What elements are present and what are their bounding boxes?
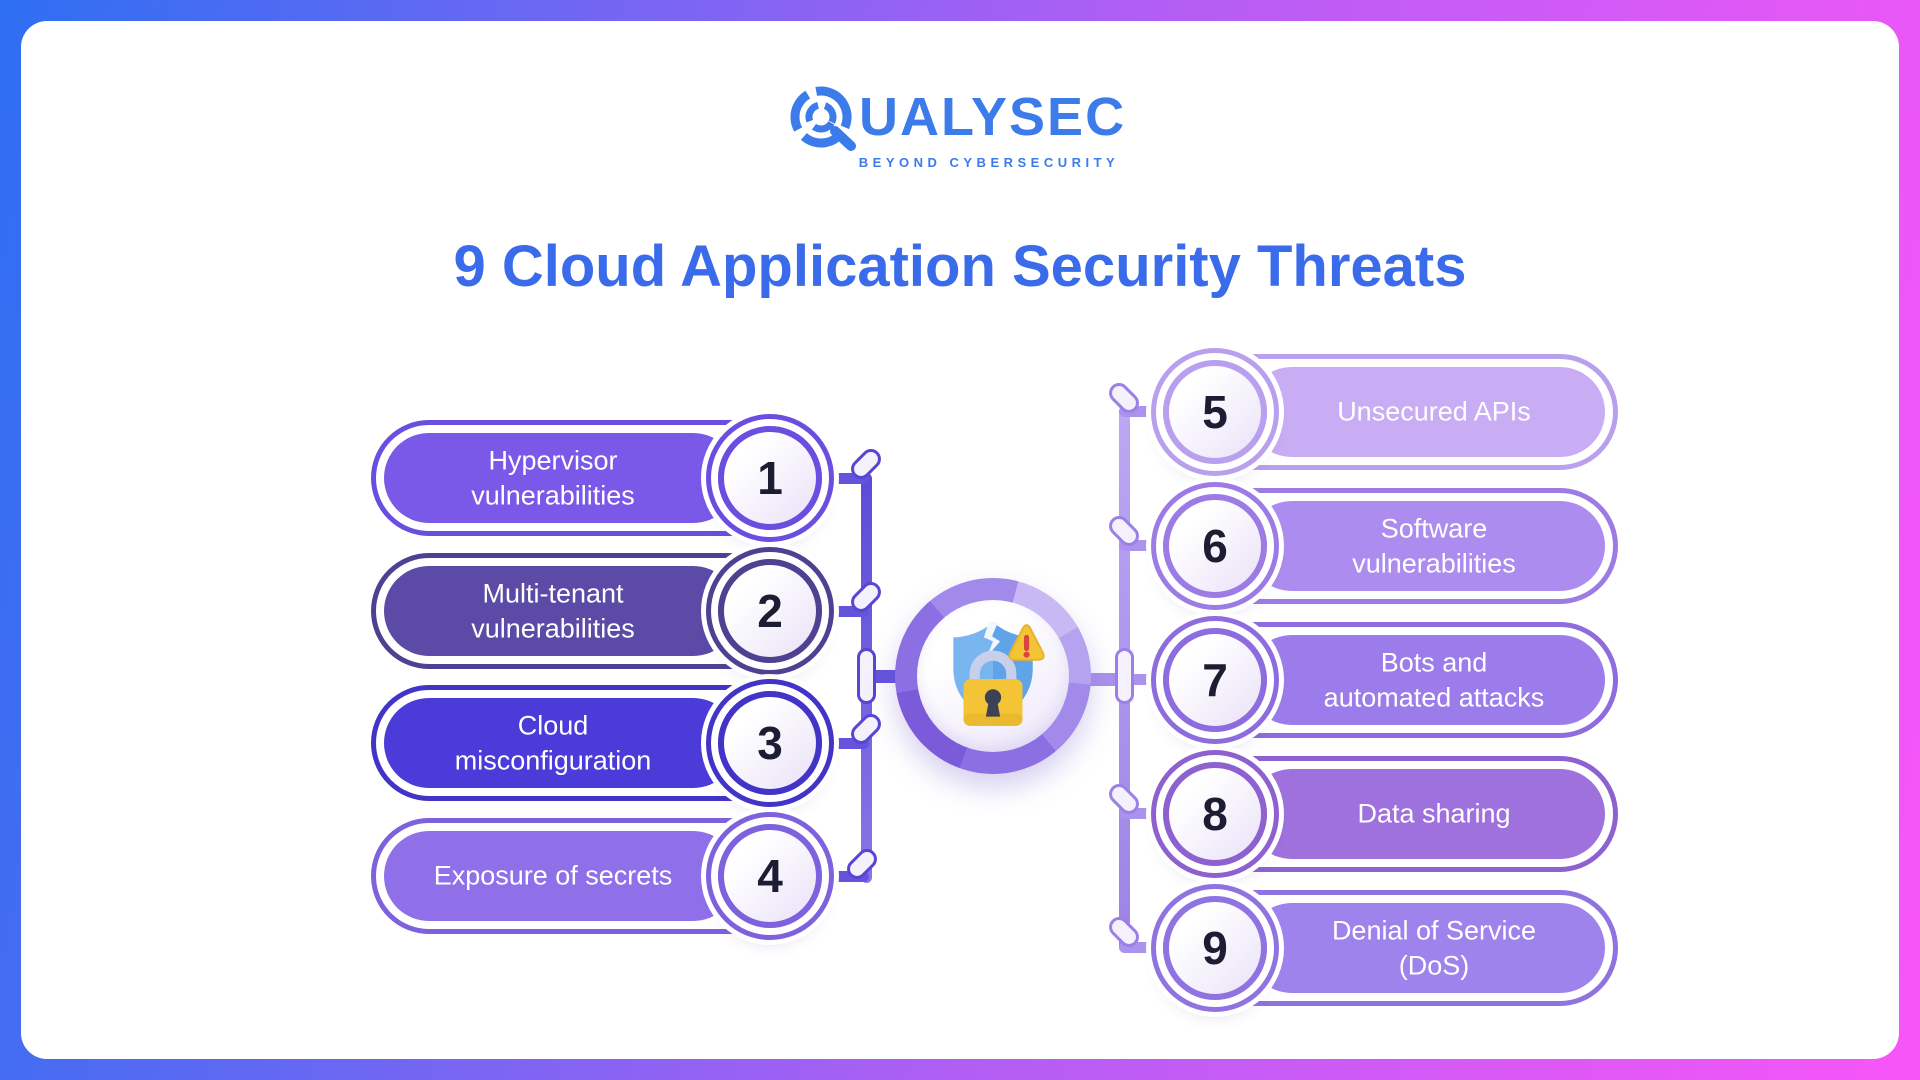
threat-item-1: Hypervisor vulnerabilities 1 bbox=[371, 420, 822, 536]
center-badge bbox=[917, 600, 1069, 752]
threat-number-badge: 3 bbox=[718, 691, 822, 795]
connector-clamp-icon bbox=[1115, 648, 1134, 704]
connector-clamp-icon bbox=[857, 648, 876, 704]
threat-label: Cloud misconfiguration bbox=[454, 710, 652, 775]
branch-line-1 bbox=[821, 473, 869, 484]
threat-pill bbox=[384, 831, 738, 921]
threat-number-badge: 8 bbox=[1163, 762, 1267, 866]
branch-line-2 bbox=[821, 606, 869, 617]
cracked-shield-lock-warning-icon bbox=[953, 622, 1045, 726]
threat-number-badge: 6 bbox=[1163, 494, 1267, 598]
threat-label: Bots and automated attacks bbox=[1323, 647, 1545, 712]
threat-pill bbox=[384, 698, 738, 788]
threat-number-badge: 7 bbox=[1163, 628, 1267, 732]
threat-label: Denial of Service (DoS) bbox=[1331, 915, 1537, 980]
threat-pill bbox=[384, 433, 738, 523]
branch-line-4 bbox=[821, 871, 869, 882]
threat-item-6: Software vulnerabilities 6 bbox=[1163, 488, 1618, 604]
qualysec-logo-icon: UALYSEC bbox=[790, 86, 1126, 151]
threat-label: Unsecured APIs bbox=[1337, 396, 1531, 427]
brand-tagline: BEYOND CYBERSECURITY bbox=[858, 155, 1120, 170]
threat-item-3: Cloud misconfiguration 3 bbox=[371, 685, 822, 801]
threat-item-9: Denial of Service (DoS) 9 bbox=[1163, 890, 1618, 1006]
branch-line-9 bbox=[1119, 942, 1173, 953]
threat-pill bbox=[1247, 769, 1605, 859]
threat-label: Multi-tenant vulnerabilities bbox=[471, 578, 635, 643]
threat-number-badge: 5 bbox=[1163, 360, 1267, 464]
infographic-card: UALYSEC BEYOND CYBERSECURITY 9 Cloud App… bbox=[21, 21, 1899, 1059]
threat-label: Hypervisor vulnerabilities bbox=[471, 445, 635, 510]
threat-label: Exposure of secrets bbox=[433, 860, 673, 891]
threat-pill bbox=[1247, 367, 1605, 457]
threat-item-8: Data sharing 8 bbox=[1163, 756, 1618, 872]
threat-pill bbox=[1247, 903, 1605, 993]
qualysec-logo: UALYSEC BEYOND CYBERSECURITY bbox=[785, 79, 1135, 170]
threat-label: Software vulnerabilities bbox=[1352, 513, 1516, 578]
threat-number-badge: 9 bbox=[1163, 896, 1267, 1000]
page-title: 9 Cloud Application Security Threats bbox=[453, 234, 1467, 299]
branch-line-5 bbox=[1119, 406, 1173, 417]
branch-line-3 bbox=[821, 738, 869, 749]
threat-item-4: Exposure of secrets 4 bbox=[371, 818, 822, 934]
threat-label: Data sharing bbox=[1357, 798, 1511, 829]
brand-name-text: UALYSEC bbox=[859, 87, 1126, 147]
threat-item-2: Multi-tenant vulnerabilities 2 bbox=[371, 553, 822, 669]
threat-pill bbox=[1247, 635, 1605, 725]
threat-item-5: Unsecured APIs 5 bbox=[1163, 354, 1618, 470]
branch-line-6 bbox=[1119, 540, 1173, 551]
threat-pill bbox=[384, 566, 738, 656]
threat-number-badge: 4 bbox=[718, 824, 822, 928]
threat-number-badge: 1 bbox=[718, 426, 822, 530]
threat-number-badge: 2 bbox=[718, 559, 822, 663]
threat-item-7: Bots and automated attacks 7 bbox=[1163, 622, 1618, 738]
branch-line-7 bbox=[1119, 674, 1173, 685]
branch-line-8 bbox=[1119, 808, 1173, 819]
threat-pill bbox=[1247, 501, 1605, 591]
